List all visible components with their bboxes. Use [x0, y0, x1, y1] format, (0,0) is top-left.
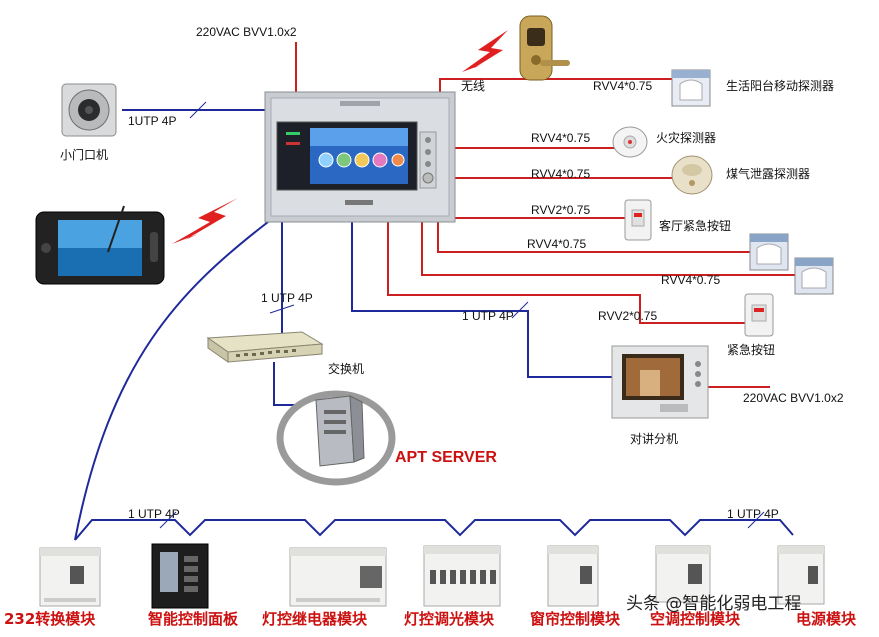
sensor-name-label: 生活阳台移动探测器	[726, 79, 835, 93]
intercom-power-label: 220VAC BVV1.0x2	[743, 391, 844, 405]
watermark-text: 头条 @智能化弱电工程	[626, 594, 802, 614]
switch-utp-label: 1 UTP 4P	[261, 291, 313, 305]
bus-utp-label: 1 UTP 4P	[727, 507, 779, 521]
module-label: 智能控制面板	[148, 610, 239, 628]
module-label: 灯控继电器模块	[262, 610, 368, 628]
gas-detector-icon	[671, 155, 713, 195]
intercom-label: 对讲分机	[630, 432, 679, 446]
pir-motion-sensor-icon	[794, 257, 834, 295]
apt-server-device	[276, 390, 396, 486]
bus-utp-label: 1 UTP 4P	[128, 507, 180, 521]
intercom-extension-device	[611, 345, 709, 419]
smart-door-lock	[519, 15, 570, 81]
emergency-button-icon	[624, 199, 652, 241]
module-label: 窗帘控制模块	[530, 610, 621, 628]
door-station-label: 小门口机	[60, 148, 109, 162]
sensor-name-label: 煤气泄露探测器	[726, 167, 811, 181]
sensor-name-label: 紧急按钮	[727, 343, 776, 357]
wireless-lightning-icon	[462, 30, 508, 72]
smoke-detector-icon	[612, 126, 648, 158]
power-cable-label: 220VAC BVV1.0x2	[196, 25, 297, 39]
sensor-cable-label: RVV4*0.75	[531, 167, 591, 181]
main-control-panel	[264, 91, 456, 223]
wireless-lightning-icon	[172, 198, 238, 244]
wireless-label: 无线	[461, 79, 486, 93]
module-power-supply	[777, 545, 825, 605]
sensor-cable-label: RVV4*0.75	[531, 131, 591, 145]
module-ac-control	[655, 545, 711, 603]
sensor-cable-label: RVV4*0.75	[527, 237, 587, 251]
module-label: 232转换模块	[4, 610, 96, 628]
sensor-cable-label: RVV4*0.75	[593, 79, 653, 93]
sensor-name-label: 客厅紧急按钮	[659, 219, 732, 233]
module-lighting-dimmer	[423, 545, 501, 607]
sensor-cable-label: RVV4*0.75	[661, 273, 721, 287]
module-smart-control-panel	[151, 543, 209, 609]
module-label: 电源模块	[796, 610, 857, 628]
sensor-cable-label: RVV2*0.75	[531, 203, 591, 217]
pir-motion-sensor-icon	[671, 69, 711, 107]
sensor-cable-label: RVV2*0.75	[598, 309, 658, 323]
door-utp-label: 1UTP 4P	[128, 114, 177, 128]
sensor-name-label: 火灾探测器	[656, 131, 717, 145]
module-232-converter	[39, 547, 101, 607]
module-lighting-relay	[289, 547, 387, 607]
switch-label: 交换机	[328, 362, 365, 376]
tablet-device	[35, 205, 165, 285]
module-label: 空调控制模块	[650, 610, 741, 628]
network-switch-device	[206, 331, 324, 363]
module-curtain-control	[547, 545, 599, 607]
intercom-utp-label: 1 UTP 4P	[462, 309, 514, 323]
emergency-button-icon	[744, 293, 774, 337]
door-station-device	[61, 83, 117, 137]
module-label: 灯控调光模块	[404, 610, 495, 628]
server-label: APT SERVER	[395, 449, 497, 466]
wiring	[74, 42, 795, 541]
pir-motion-sensor-icon	[749, 233, 789, 271]
